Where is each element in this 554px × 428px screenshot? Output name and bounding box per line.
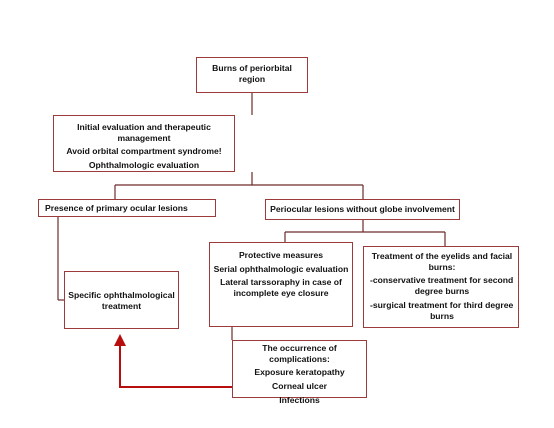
node-root: Burns of periorbital region xyxy=(196,57,308,93)
node-eyelid-treatment: Treatment of the eyelids and facial burn… xyxy=(363,246,519,328)
node-eyelids-line-2: burns: xyxy=(428,261,456,272)
node-eyelids-line-5: -surgical treatment for third degree xyxy=(370,299,514,310)
node-specific-treatment: Specific ophthalmological treatment xyxy=(64,271,179,329)
node-complications-line-1: The occurrence of complications: xyxy=(262,343,337,364)
node-initial-line-3: Ophthalmologic evaluation xyxy=(88,160,200,171)
node-specific-line-1: Specific ophthalmological xyxy=(68,290,175,300)
node-eyelids-line-4: degree burns xyxy=(414,286,470,297)
node-complications-line-4: Infections xyxy=(279,394,320,405)
node-root-line-1: Burns of periorbital xyxy=(212,63,292,73)
node-initial-line-1: Initial evaluation and therapeutic manag… xyxy=(77,122,211,143)
node-protective-line-4: incomplete eye closure xyxy=(233,288,329,299)
node-primary-ocular-lesions: Presence of primary ocular lesions xyxy=(38,199,216,217)
node-eyelids-line-1: Treatment of the eyelids and facial xyxy=(371,251,513,261)
node-initial-evaluation: Initial evaluation and therapeutic manag… xyxy=(53,115,235,172)
node-specific-line-2: treatment xyxy=(101,300,142,311)
node-complications-line-2: Exposure keratopathy xyxy=(254,367,345,378)
node-protective-line-3: Lateral tarssoraphy in case of xyxy=(220,277,342,288)
node-eyelids-line-3: -conservative treatment for second xyxy=(370,275,514,286)
node-protective-line-2: Serial ophthalmologic evaluation xyxy=(213,263,349,274)
node-complications: The occurrence of complications: Exposur… xyxy=(232,340,367,405)
node-protective-measures: Protective measures Serial ophthalmologi… xyxy=(209,242,353,327)
node-complications-line-3: Corneal ulcer xyxy=(272,381,327,392)
node-protective-line-1: Protective measures xyxy=(238,250,324,260)
node-periocular-line-1: Periocular lesions without globe involve… xyxy=(270,204,455,214)
node-primary-line-1: Presence of primary ocular lesions xyxy=(45,203,188,213)
node-root-line-2: region xyxy=(238,73,266,84)
node-eyelids-line-6: burns xyxy=(430,310,454,321)
complications-feedback-arrow xyxy=(114,334,232,388)
node-initial-line-2: Avoid orbital compartment syndrome! xyxy=(66,146,222,157)
node-periocular-lesions: Periocular lesions without globe involve… xyxy=(265,199,460,220)
